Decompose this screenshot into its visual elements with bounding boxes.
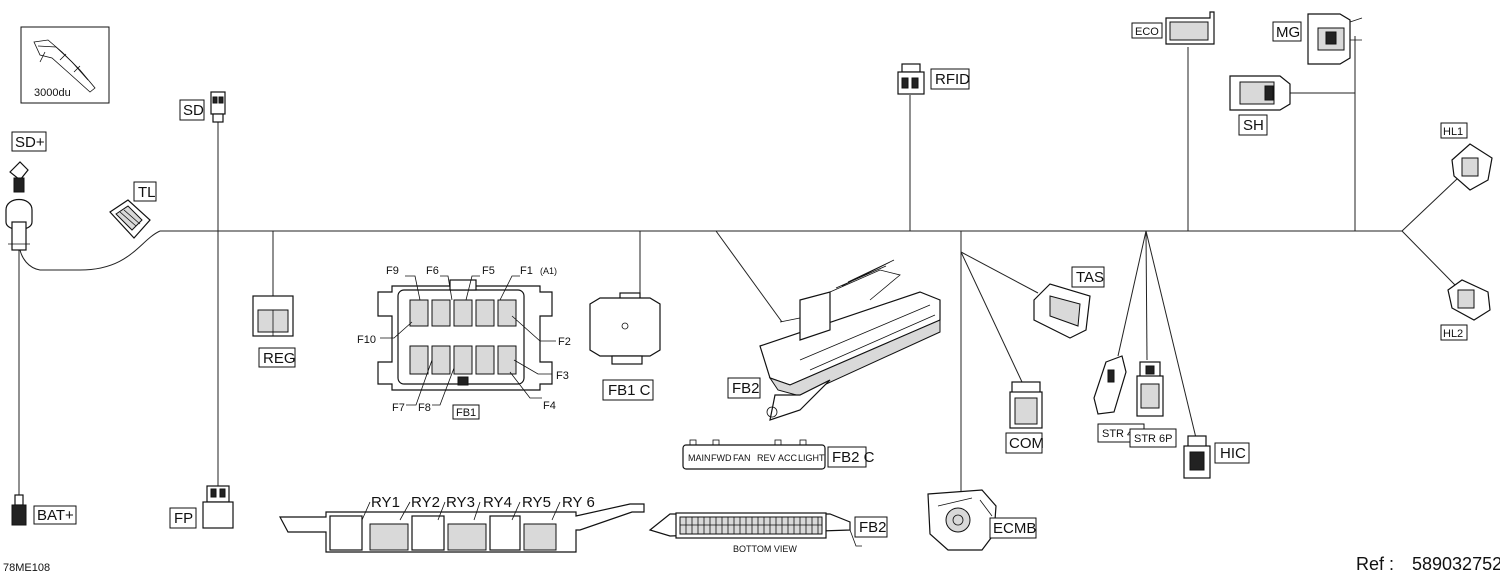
relay-label-ry3: RY3 <box>446 494 475 511</box>
relay-label-ry2: RY2 <box>411 494 440 511</box>
sd-label: SD <box>183 102 204 119</box>
rfid-label: RFID <box>935 71 970 88</box>
fuse-label-f5: F5 <box>482 265 495 277</box>
fuse-row-top <box>409 299 517 327</box>
mg-label: MG <box>1276 24 1300 41</box>
com-connector: COM <box>1005 381 1044 454</box>
tl-connector: TL <box>109 181 157 239</box>
tl-label: TL <box>138 184 156 201</box>
sh-connector: SH <box>1229 75 1291 136</box>
hl1-label: HL1 <box>1443 126 1463 138</box>
hic-connector: HIC <box>1183 435 1250 479</box>
fuse-label-f9: F9 <box>386 265 399 277</box>
hic-label: HIC <box>1220 445 1246 462</box>
fb2c-label: FB2 C <box>832 449 875 466</box>
bat-plus-connector: BAT+ <box>11 494 77 526</box>
fuse-label-f3: F3 <box>556 370 569 382</box>
fb2c-slot-fan: FAN <box>733 453 751 463</box>
str6p-label: STR 6P <box>1134 433 1173 445</box>
fb2-top-label: FB2 <box>732 380 760 397</box>
fuse-label-f6: F6 <box>426 265 439 277</box>
fb2-bottom-terminals <box>679 516 823 535</box>
fb1c-connector: FB1 C <box>589 292 661 401</box>
relay-block: RY1 RY2 RY3 RY4 RY5 RY 6 <box>279 494 645 553</box>
relay-label-ry5: RY5 <box>522 494 551 511</box>
fuse-label-f1: F1 <box>520 265 533 277</box>
figure-id: 78ME108 <box>3 562 50 574</box>
fuse-row-bottom <box>409 345 517 375</box>
fb2-bottom-view: BOTTOM VIEW FB2 <box>648 512 888 554</box>
fuse-label-f2: F2 <box>558 336 571 348</box>
fuse-label-f10: F10 <box>357 334 376 346</box>
ref-number: 589032752 <box>1412 554 1500 574</box>
hl2-connector: HL2 <box>1440 279 1491 341</box>
sh-label: SH <box>1243 117 1264 134</box>
hl2-label: HL2 <box>1443 328 1463 340</box>
relay-label-ry6: RY 6 <box>562 494 595 511</box>
fp-label: FP <box>174 510 193 527</box>
fb2-fuse-box-iso: FB2 <box>727 259 941 421</box>
fuse-label-f7: F7 <box>392 402 405 414</box>
sd-plus-connector: SD+ <box>5 131 47 251</box>
hl1-connector: HL1 <box>1440 122 1493 191</box>
fuse-label-a1: (A1) <box>540 266 557 276</box>
ecmb-connector: ECMB <box>927 489 1037 551</box>
sd-plus-label: SD+ <box>15 134 45 151</box>
fb2-bottom-label: FB2 <box>859 519 887 536</box>
fp-connector: FP <box>169 485 234 529</box>
fb2c-strip: MAIN FWD FAN REV ACC LIGHT FB2 C <box>682 439 875 470</box>
ref-label: Ref : <box>1356 554 1394 574</box>
eco-connector: ECO <box>1131 11 1215 45</box>
bat-plus-label: BAT+ <box>37 507 74 524</box>
mg-connector: MG <box>1272 13 1363 65</box>
fb1-label: FB1 <box>456 407 476 419</box>
fb1c-label: FB1 C <box>608 382 651 399</box>
str6p-connector: STR 6P <box>1129 361 1177 448</box>
eco-label: ECO <box>1135 26 1159 38</box>
fb2c-slot-acc: ACC <box>778 453 798 463</box>
rfid-connector: RFID <box>897 63 970 95</box>
tas-label: TAS <box>1076 269 1104 286</box>
fb2c-slot-light: LIGHT <box>798 453 825 463</box>
bottom-view-caption: BOTTOM VIEW <box>733 544 797 554</box>
fb2c-slot-main: MAIN <box>688 453 711 463</box>
vehicle-thumbnail: 3000du <box>20 26 110 104</box>
reg-label: REG <box>263 350 296 367</box>
thumbnail-caption: 3000du <box>34 87 71 99</box>
reg-connector: REG <box>252 295 296 368</box>
fuse-label-f4: F4 <box>543 400 556 412</box>
fb2c-slot-fwd: FWD <box>711 453 732 463</box>
fb2c-slot-rev: REV <box>757 453 776 463</box>
sd-connector: SD <box>179 91 226 123</box>
ecmb-label: ECMB <box>993 520 1036 537</box>
tas-connector: TAS <box>1033 266 1105 339</box>
relay-label-ry4: RY4 <box>483 494 512 511</box>
harness-wires <box>18 36 1459 495</box>
com-label: COM <box>1009 435 1044 452</box>
fuse-label-f8: F8 <box>418 402 431 414</box>
fb1-fuse-box: F9 F6 F5 F1 (A1) F10 F2 F3 F4 F7 F8 FB1 <box>357 265 571 420</box>
relay-label-ry1: RY1 <box>371 494 400 511</box>
